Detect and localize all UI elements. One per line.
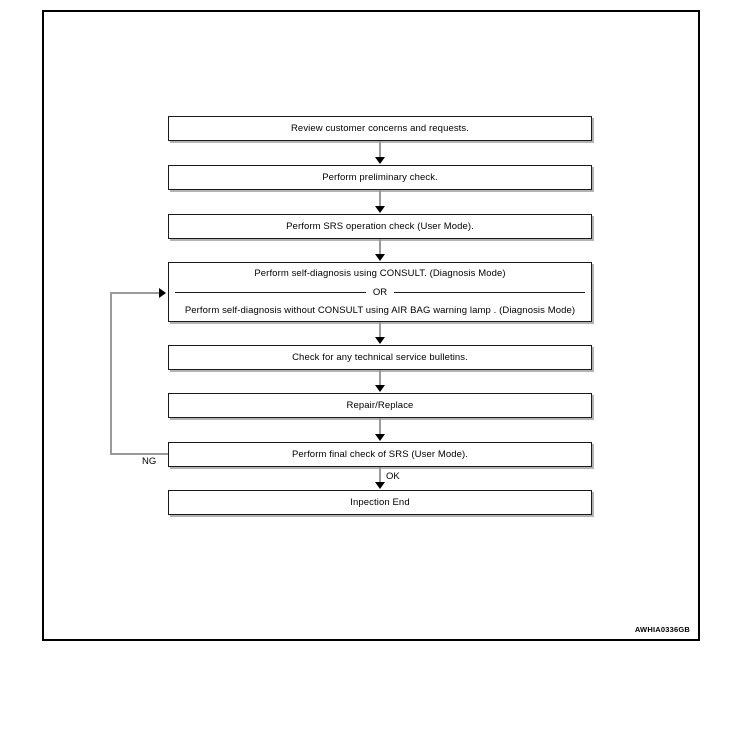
arrowhead-down-icon	[375, 157, 385, 164]
flow-node-label-consult: Perform self-diagnosis using CONSULT. (D…	[254, 268, 506, 279]
flow-node-srs-operation-check: Perform SRS operation check (User Mode).	[168, 214, 592, 239]
flow-node-label: Repair/Replace	[346, 399, 414, 411]
connector-preliminary-to-srs-check	[379, 190, 381, 209]
flow-node-inspection-end: Inpection End	[168, 490, 592, 515]
connector-self-diagnosis-to-bulletins	[379, 322, 381, 340]
ng-loop-segment-bottom	[110, 453, 168, 455]
edge-label-ng: NG	[142, 456, 157, 467]
connector-review-to-preliminary	[379, 141, 381, 160]
flow-node-label: Perform final check of SRS (User Mode).	[291, 448, 468, 460]
or-divider: OR	[169, 288, 591, 298]
arrowhead-down-icon	[375, 206, 385, 213]
or-rule-right	[394, 292, 585, 293]
figure-id-code: AWHIA0336GB	[634, 625, 690, 634]
arrowhead-right-icon	[159, 288, 166, 298]
connector-repair-to-final-check	[379, 418, 381, 437]
figure-frame: Review customer concerns and requests. P…	[42, 10, 700, 641]
or-label: OR	[372, 286, 388, 298]
connector-final-check-to-end	[379, 467, 381, 485]
flow-node-self-diagnosis: Perform self-diagnosis using CONSULT. (D…	[168, 262, 592, 322]
connector-bulletins-to-repair	[379, 370, 381, 388]
arrowhead-down-icon	[375, 482, 385, 489]
flow-node-label: Inpection End	[350, 496, 410, 508]
ng-loop-segment-top	[110, 292, 160, 294]
flow-node-label: Perform SRS operation check (User Mode).	[286, 220, 474, 232]
arrowhead-down-icon	[375, 434, 385, 441]
or-rule-left	[175, 292, 366, 293]
edge-label-ok: OK	[386, 471, 400, 482]
arrowhead-down-icon	[375, 254, 385, 261]
flow-node-label: Perform preliminary check.	[322, 171, 438, 183]
flow-node-label-without-consult: Perform self-diagnosis without CONSULT u…	[184, 305, 576, 317]
connector-srs-check-to-self-diagnosis	[379, 239, 381, 257]
flow-node-label: Check for any technical service bulletin…	[292, 351, 468, 363]
flow-node-preliminary-check: Perform preliminary check.	[168, 165, 592, 190]
flow-node-repair-replace: Repair/Replace	[168, 393, 592, 418]
ng-loop-segment-vertical	[110, 292, 112, 455]
flow-node-final-check: Perform final check of SRS (User Mode).	[168, 442, 592, 467]
flow-node-review: Review customer concerns and requests.	[168, 116, 592, 141]
flow-node-technical-service-bulletins: Check for any technical service bulletin…	[168, 345, 592, 370]
arrowhead-down-icon	[375, 385, 385, 392]
arrowhead-down-icon	[375, 337, 385, 344]
flow-node-label: Review customer concerns and requests.	[290, 122, 470, 134]
